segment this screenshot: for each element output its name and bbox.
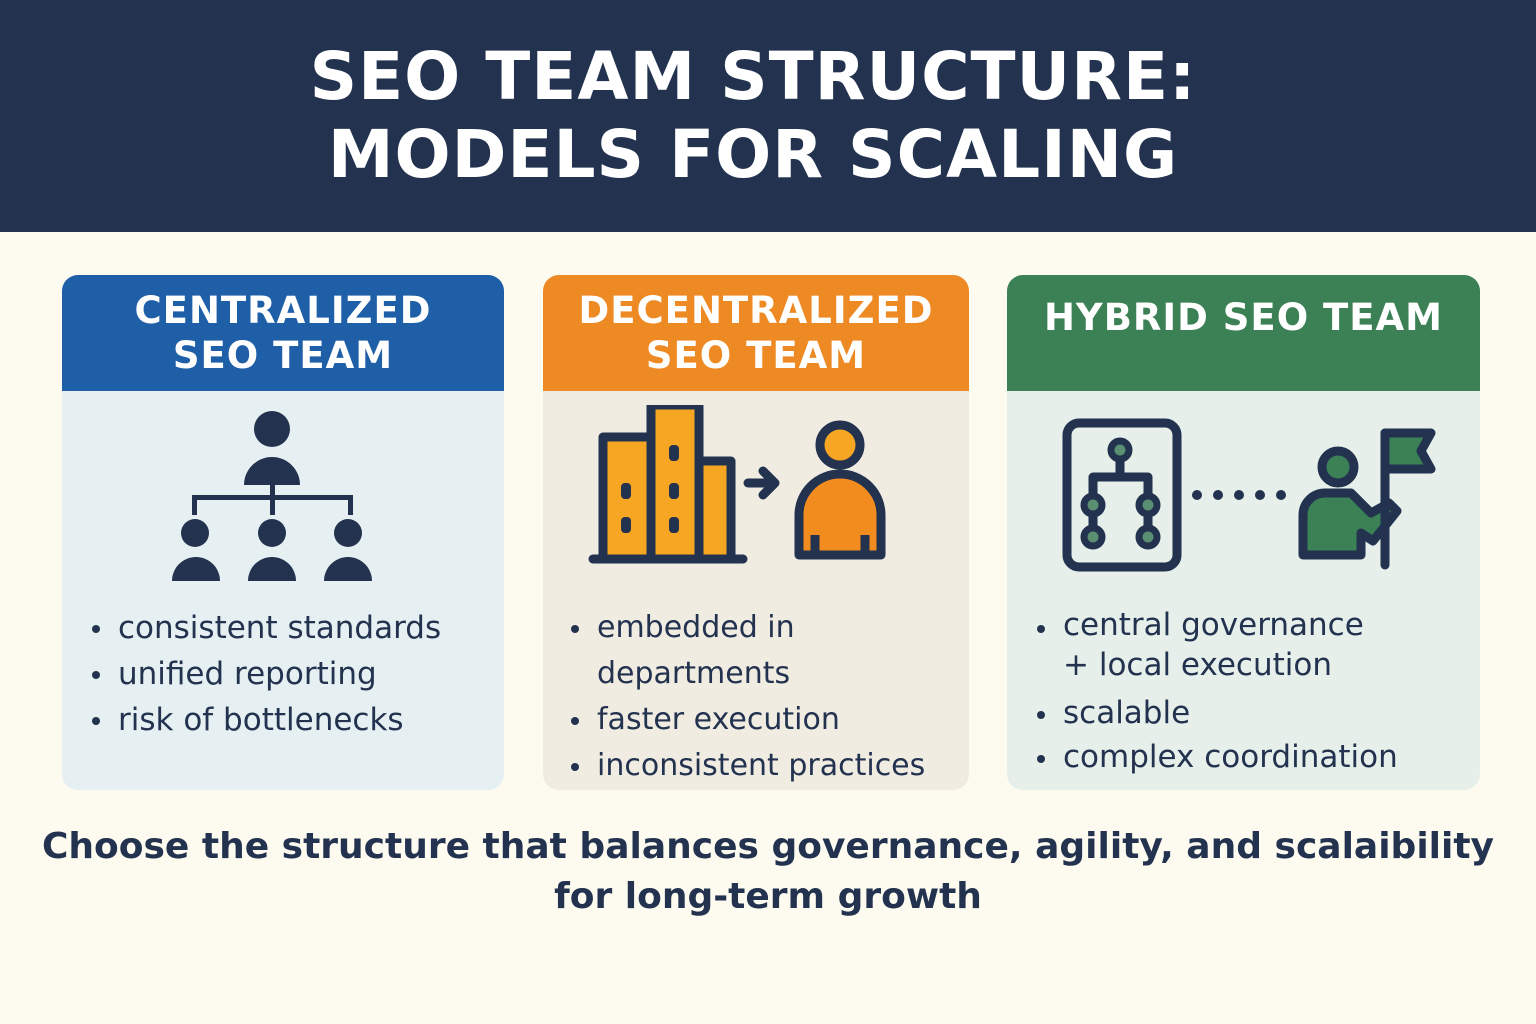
footer-caption: Choose the structure that balances gover… xyxy=(0,822,1536,922)
footer-line-2: for long-term growth xyxy=(554,876,982,917)
bullet-list: central governance + local execution sca… xyxy=(1037,605,1398,779)
list-item: consistent standards xyxy=(92,605,441,651)
title-banner: SEO TEAM STRUCTURE: MODELS FOR SCALING xyxy=(0,0,1536,232)
org-chart-icon xyxy=(172,411,372,581)
card-title: HYBRID SEO TEAM xyxy=(1043,296,1444,339)
card-title: DECENTRALIZED xyxy=(578,289,934,332)
list-item: embedded in departments xyxy=(571,605,969,697)
card-title: SEO TEAM xyxy=(172,334,394,377)
list-item: complex coordination xyxy=(1037,735,1398,779)
card-hybrid: HYBRID SEO TEAM central governance + loc… xyxy=(1007,275,1480,790)
list-item: scalable xyxy=(1037,691,1398,735)
list-item: inconsistent practices xyxy=(571,743,969,789)
footer-line-1: Choose the structure that balances gover… xyxy=(41,826,1495,867)
bullet-list: consistent standards unified reporting r… xyxy=(92,605,441,743)
buildings-to-person-icon xyxy=(588,405,886,564)
page-title: SEO TEAM STRUCTURE: MODELS FOR SCALING xyxy=(309,38,1197,193)
bullet-list: embedded in departments faster execution… xyxy=(571,605,969,789)
list-item: unified reporting xyxy=(92,651,441,697)
list-item: risk of bottlenecks xyxy=(92,697,441,743)
card-header: HYBRID SEO TEAM xyxy=(1007,275,1480,391)
list-item: faster execution xyxy=(571,697,969,743)
card-title: SEO TEAM xyxy=(645,334,867,377)
list-item: central governance + local execution xyxy=(1037,605,1397,685)
card-title: CENTRALIZED xyxy=(134,289,432,332)
hub-to-flag-person-icon xyxy=(1062,418,1436,572)
